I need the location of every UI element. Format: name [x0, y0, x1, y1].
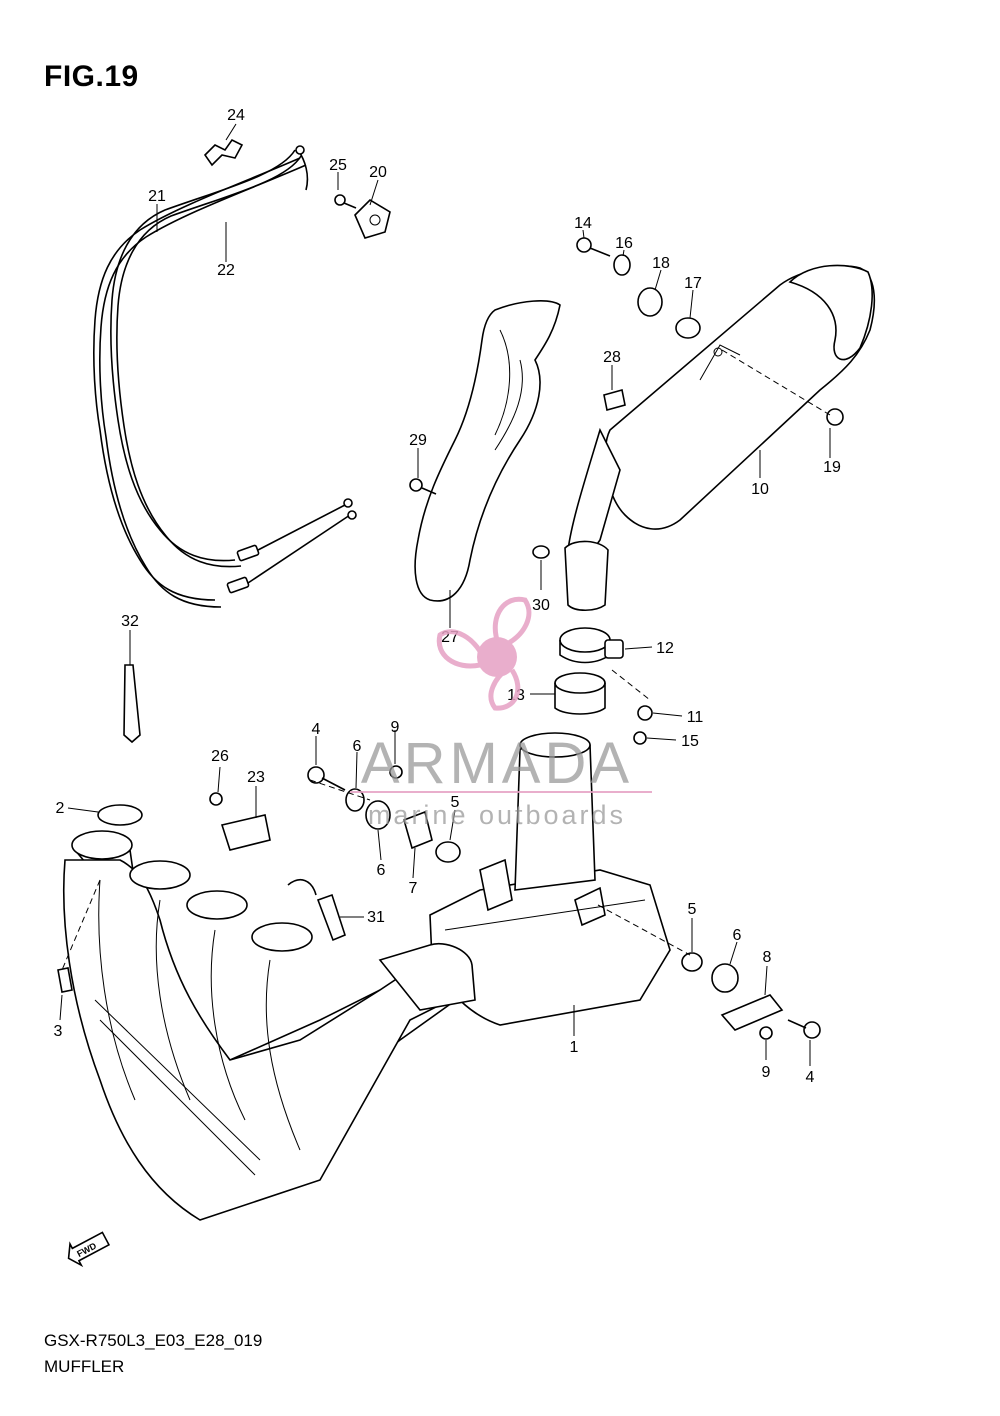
- fwd-arrow-icon: FWD: [67, 1231, 111, 1268]
- callout-label: 12: [656, 640, 674, 657]
- bolt-4-right: [787, 1019, 821, 1039]
- collar-17: [675, 317, 701, 339]
- collar-5-upper: [435, 841, 461, 863]
- callout-label: 9: [762, 1064, 771, 1081]
- damper-6-lower: [365, 800, 391, 830]
- callout-label: 14: [574, 215, 592, 232]
- callout-label: 8: [763, 949, 772, 966]
- nut-11: [637, 705, 653, 721]
- callout-label: 1: [570, 1039, 579, 1056]
- throttle-cable-22: [110, 149, 309, 568]
- exhaust-pipes: [63, 830, 476, 1221]
- callout-label: 26: [211, 748, 229, 765]
- bolt-25: [334, 194, 357, 209]
- clip-28: [603, 388, 626, 412]
- callout-label: 5: [451, 794, 460, 811]
- watermark-tagline: marine outboards: [368, 800, 626, 830]
- watermark-brand: ARMADA: [361, 731, 633, 796]
- callout-label: 6: [733, 927, 742, 944]
- cable-ends: [226, 145, 357, 594]
- callout-label: 10: [751, 481, 769, 498]
- washer-6-upper: [345, 788, 365, 812]
- exhaust-chamber-1: [429, 732, 671, 1026]
- callout-label: 2: [56, 800, 65, 817]
- callout-label: 30: [532, 597, 550, 614]
- o2-sensor-31: [287, 879, 346, 942]
- bolt-9-upper: [389, 765, 403, 779]
- diagram-code: GSX-R750L3_E03_E28_019: [44, 1331, 263, 1350]
- damper-6-right: [711, 963, 739, 993]
- bolt-29: [409, 478, 437, 495]
- callout-label: 15: [681, 733, 699, 750]
- nut-19: [826, 408, 844, 426]
- throttle-cable-21: [93, 157, 307, 608]
- callout-label: 17: [684, 275, 702, 292]
- callout-label: 7: [409, 880, 418, 897]
- washer-16: [613, 254, 631, 276]
- bracket-8: [720, 994, 784, 1031]
- callout-label: 24: [227, 107, 245, 124]
- bolt-15: [633, 731, 647, 745]
- bolt-9-right: [759, 1026, 773, 1040]
- callout-label: 22: [217, 262, 235, 279]
- callout-label: 32: [121, 613, 139, 630]
- gasket-2: [97, 804, 143, 826]
- callout-label: 3: [54, 1023, 63, 1040]
- callout-label: 23: [247, 769, 265, 786]
- callout-label: 20: [369, 164, 387, 181]
- bracket-23: [220, 814, 271, 851]
- callout-label: 5: [688, 901, 697, 918]
- stud-bolt-3: [57, 967, 73, 993]
- callout-label: 28: [603, 349, 621, 366]
- bracket-7: [403, 810, 433, 850]
- callout-label: 6: [377, 862, 386, 879]
- callout-label: 16: [615, 235, 633, 252]
- callout-label: 19: [823, 459, 841, 476]
- callout-label: 29: [409, 432, 427, 449]
- washer-30: [532, 545, 550, 559]
- nut-26: [209, 792, 223, 806]
- figure-title: FIG.19: [44, 60, 139, 93]
- callout-label: 4: [806, 1069, 815, 1086]
- heat-cover-27: [414, 300, 561, 602]
- callout-label: 4: [312, 721, 321, 738]
- gasket-13: [554, 672, 606, 715]
- diagram-name: MUFFLER: [44, 1357, 125, 1376]
- collar-5-right: [681, 952, 703, 972]
- damper-18: [637, 287, 663, 317]
- cable-clip-24: [203, 138, 244, 167]
- leader-lines: [59, 123, 831, 1066]
- bolt-4-upper: [307, 766, 346, 791]
- watermark: ARMADA marine outboards: [350, 596, 652, 830]
- silencer-10: [564, 264, 876, 612]
- band-32: [123, 664, 141, 744]
- propeller-logo-icon: [436, 596, 532, 711]
- callout-label: 11: [687, 709, 704, 726]
- callout-label: 25: [329, 157, 347, 174]
- callout-label: 21: [148, 188, 166, 205]
- clamp-12: [559, 627, 624, 664]
- callout-label: 18: [652, 255, 670, 272]
- callout-label: 31: [367, 909, 385, 926]
- callout-label: 9: [391, 719, 400, 736]
- bolt-14: [576, 237, 611, 257]
- cable-bracket-20: [354, 198, 391, 239]
- callout-numbers: 24 25 20 21 22 14 16 18 17 28 29 19 10 3…: [54, 107, 841, 1086]
- callout-label: 6: [353, 738, 362, 755]
